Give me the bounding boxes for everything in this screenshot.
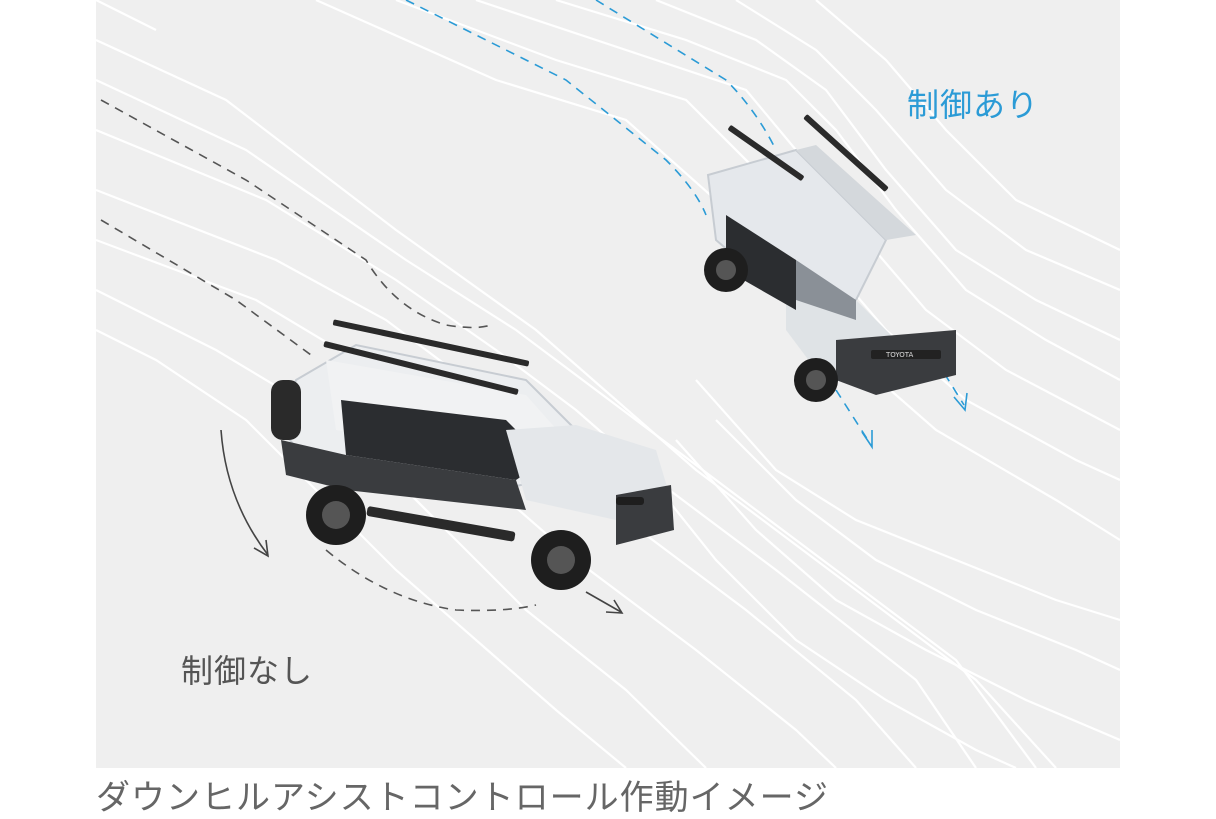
uncontrolled-arrows (220, 429, 624, 614)
downhill-illustration: TOYOTA 制御あり 制御なし (96, 0, 1120, 768)
figure-caption: ダウンヒルアシストコントロール作動イメージ (96, 778, 829, 818)
vehicle-uncontrolled (271, 319, 674, 590)
vehicle-controlled: TOYOTA (704, 114, 956, 402)
vehicle-badge: TOYOTA (885, 351, 914, 359)
controlled-arrows (861, 392, 968, 450)
without-control-label: 制御なし (181, 652, 314, 690)
with-control-label: 制御あり (907, 86, 1040, 124)
uncontrolled-path (100, 99, 537, 612)
